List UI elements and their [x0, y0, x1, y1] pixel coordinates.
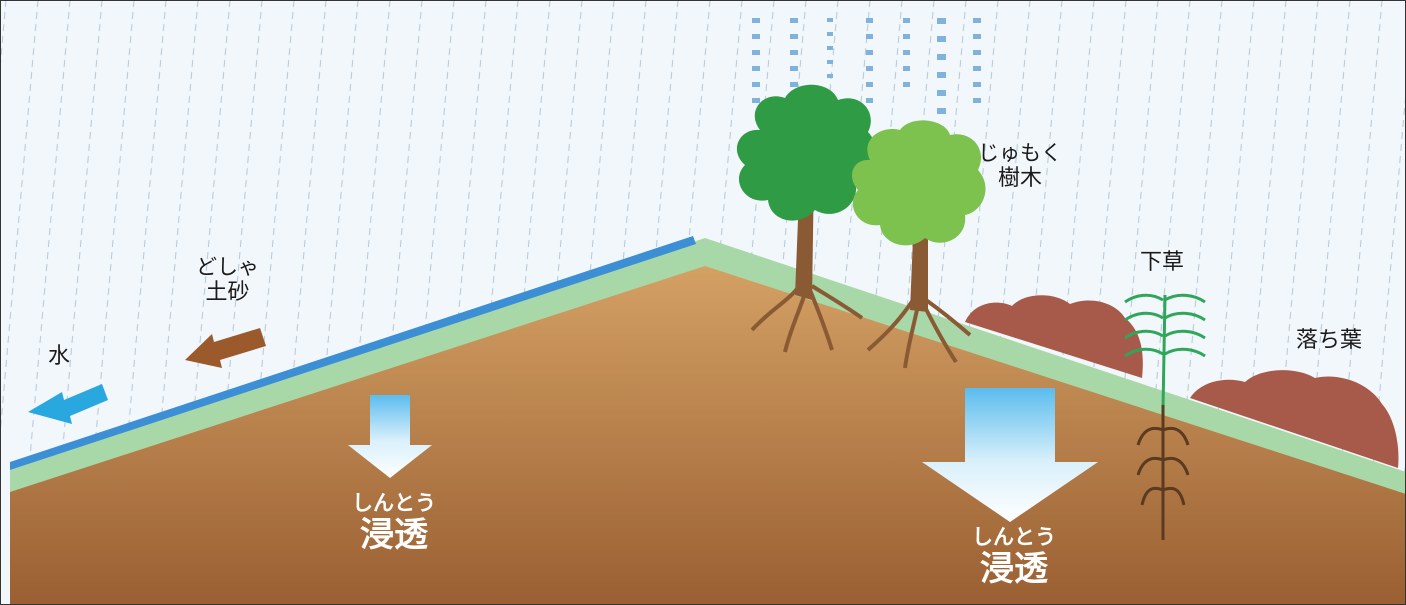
- sediment-flow-arrow: [185, 328, 266, 368]
- infiltration-arrow-right: [922, 388, 1098, 522]
- tree-dark-green: [736, 84, 876, 353]
- infiltration-left-text: 浸透: [360, 515, 428, 555]
- heavy-rain-drops: [752, 18, 981, 114]
- label-fallen-leaves: 落ち葉: [1296, 328, 1362, 354]
- label-water: 水: [48, 344, 70, 370]
- leaf-litter-lower: [1190, 370, 1399, 468]
- trees-ruby: じゅもく: [978, 141, 1062, 165]
- label-infiltration-right: しんとう 浸透: [954, 524, 1074, 588]
- soil-hill: [10, 254, 1406, 605]
- water-text: 水: [48, 344, 71, 369]
- undergrowth-plant: [1124, 293, 1206, 411]
- label-sediment: どしゃ 土砂: [196, 254, 259, 306]
- tree-light-green: [851, 120, 986, 369]
- label-trees: じゅもく 樹木: [978, 140, 1062, 192]
- sediment-ruby: どしゃ: [196, 255, 259, 279]
- trees-text: 樹木: [997, 166, 1042, 191]
- infiltration-arrow-left: [348, 395, 432, 478]
- infiltration-right-ruby: しんとう: [972, 525, 1056, 549]
- undergrowth-text: 下草: [1140, 250, 1185, 275]
- infiltration-left-ruby: しんとう: [352, 491, 436, 515]
- surface-water-film: [10, 236, 696, 470]
- sediment-text: 土砂: [205, 280, 250, 305]
- undergrowth-roots: [1136, 405, 1190, 540]
- infiltration-right-text: 浸透: [980, 549, 1048, 589]
- water-flow-arrow: [28, 384, 108, 424]
- label-infiltration-left: しんとう 浸透: [334, 490, 454, 554]
- leaf-litter-upper: [965, 295, 1143, 378]
- fallen-leaves-text: 落ち葉: [1296, 328, 1363, 353]
- label-undergrowth: 下草: [1140, 250, 1184, 276]
